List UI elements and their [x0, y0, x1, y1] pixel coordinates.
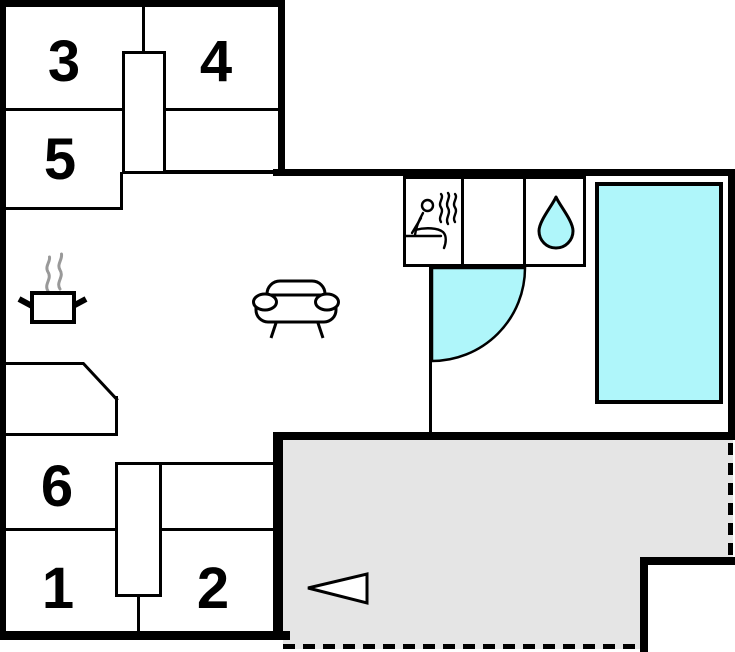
room-5-label: 5 [43, 126, 77, 192]
pool [595, 182, 723, 404]
room-4-label: 4 [199, 28, 233, 94]
shed-square [640, 557, 735, 652]
sofa-icon [252, 279, 340, 339]
room2-top-wall [162, 528, 273, 531]
storage-top-wall [0, 362, 84, 365]
hall-closet-lower [115, 462, 162, 597]
room-6-label: 6 [40, 453, 74, 519]
cell-divider-2 [523, 176, 526, 267]
wall-right-of-closet [162, 462, 273, 465]
cell-divider-1 [461, 176, 464, 267]
outer-wall-top [0, 0, 285, 7]
room-3-label: 3 [47, 28, 81, 94]
terrace-dashed-edge-right [728, 443, 733, 557]
terrace-left-wall [273, 440, 283, 640]
stove-pot-icon [17, 252, 88, 324]
bedroom-block-right-wall [278, 0, 285, 176]
wall-room4-bottom [166, 108, 278, 111]
outer-wall-bottom [0, 631, 290, 640]
storage-diagonal-wall [81, 362, 119, 402]
wall-room1-room2 [137, 597, 140, 640]
room-1-label: 1 [41, 555, 75, 621]
terrace-dashed-edge-bottom [283, 644, 643, 649]
outer-wall-left [0, 0, 6, 640]
room-2-label: 2 [196, 555, 230, 621]
room5-bottom-wall [0, 207, 123, 210]
hall-closet-upper [122, 51, 166, 174]
bedroom-block-bottom-wall [166, 170, 278, 174]
bathroom-wall [429, 267, 432, 433]
right-section-top-wall [273, 169, 735, 176]
room5-right-wall [120, 172, 123, 210]
storage-bottom-wall [0, 433, 118, 436]
outer-wall-right [728, 169, 735, 440]
terrace-top-wall [273, 432, 735, 440]
storage-right-wall [115, 396, 118, 436]
door-swing-icon [430, 266, 527, 363]
wall-room3-room5 [0, 108, 123, 111]
wall-room6-room1 [0, 528, 115, 531]
wall-room3-room4 [142, 7, 145, 53]
sauna-shower-block [403, 176, 586, 267]
